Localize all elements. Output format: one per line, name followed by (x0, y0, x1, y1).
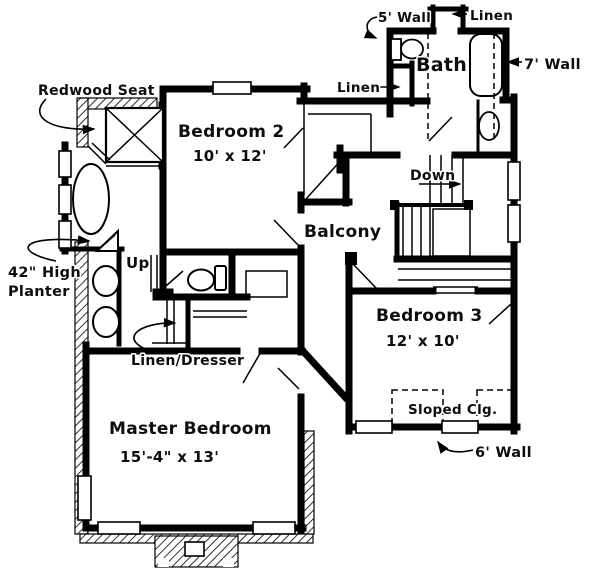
label-linen-bath: Linen (337, 80, 380, 96)
label-planter-line1: 42" High (8, 265, 81, 281)
room-dims-master: 15'-4" x 13' (120, 448, 219, 466)
room-dims-bedroom2: 10' x 12' (193, 147, 267, 165)
label-6-wall: 6' Wall (475, 445, 532, 461)
sloped-ceiling-dashes (391, 33, 515, 427)
toilet (187, 265, 227, 292)
room-label-balcony: Balcony (304, 222, 381, 242)
exterior-walls (61, 27, 521, 535)
staircase (390, 155, 473, 262)
dresser (245, 270, 288, 298)
room-label-bath: Bath (416, 54, 467, 76)
label-linen-dresser: Linen/Dresser (131, 353, 244, 369)
door-swings (157, 116, 512, 390)
label-linen-top: Linen (470, 8, 513, 24)
wall6-arrow (437, 440, 474, 454)
label-redwood-seat: Redwood Seat (38, 83, 155, 99)
planter-arrow (27, 235, 91, 262)
windows (58, 81, 521, 535)
corner-planter (94, 228, 119, 252)
label-down: Down (410, 168, 455, 184)
room-label-bedroom3: Bedroom 3 (376, 306, 483, 326)
annotation-arrows (27, 9, 522, 454)
bedroom3-door-jamb (345, 252, 357, 265)
window-seat (87, 106, 165, 167)
label-up: Up (126, 254, 150, 272)
label-sloped-clg: Sloped Clg. (408, 402, 497, 418)
room-label-bedroom2: Bedroom 2 (178, 122, 285, 142)
vanity-sink (478, 111, 500, 141)
label-5-wall: 5' Wall (378, 10, 431, 26)
bath-toilet (390, 38, 424, 61)
label-planter-line2: Planter (8, 284, 70, 300)
room-dims-bedroom3: 12' x 10' (386, 332, 460, 350)
labels: Redwood Seat 5' Wall Linen 7' Wall Bath … (7, 7, 583, 468)
label-7-wall: 7' Wall (524, 57, 581, 73)
linen-dresser-arrow (133, 317, 177, 353)
room-label-master: Master Bedroom (109, 419, 272, 439)
planter-pots (92, 265, 120, 338)
garden-tub (72, 163, 110, 235)
chimney (154, 535, 239, 568)
redwood-seat-arrow (39, 98, 96, 135)
bathtub (469, 33, 503, 97)
wall5-arrow (363, 16, 378, 39)
